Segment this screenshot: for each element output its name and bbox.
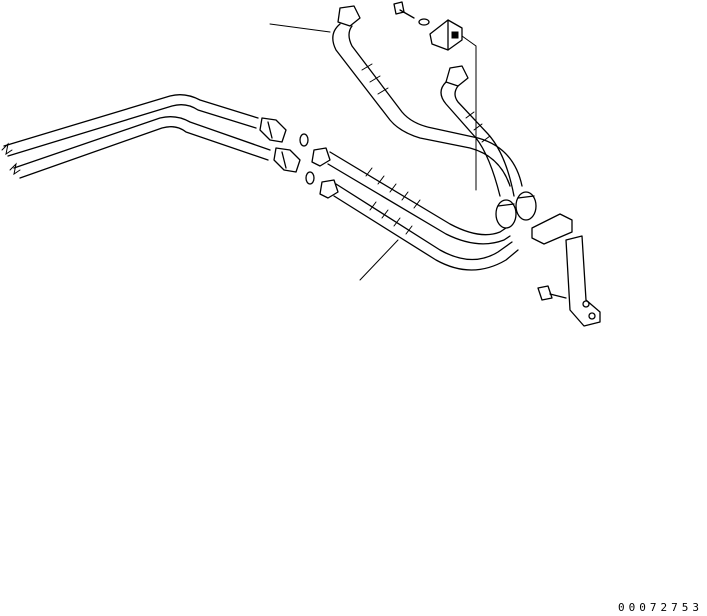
o-ring-seals	[299, 133, 315, 185]
part-number-label: 00072753	[618, 601, 703, 614]
hose-fittings	[311, 147, 339, 199]
junction-fittings	[495, 191, 537, 229]
leader-lines	[269, 23, 399, 281]
upper-clamp-bracket	[393, 1, 477, 191]
lower-hose-pair	[327, 151, 519, 271]
upper-right-hose	[440, 65, 515, 197]
lower-l-bracket	[531, 213, 601, 327]
upper-hose	[332, 5, 523, 187]
left-pipe-assembly	[1, 94, 301, 179]
